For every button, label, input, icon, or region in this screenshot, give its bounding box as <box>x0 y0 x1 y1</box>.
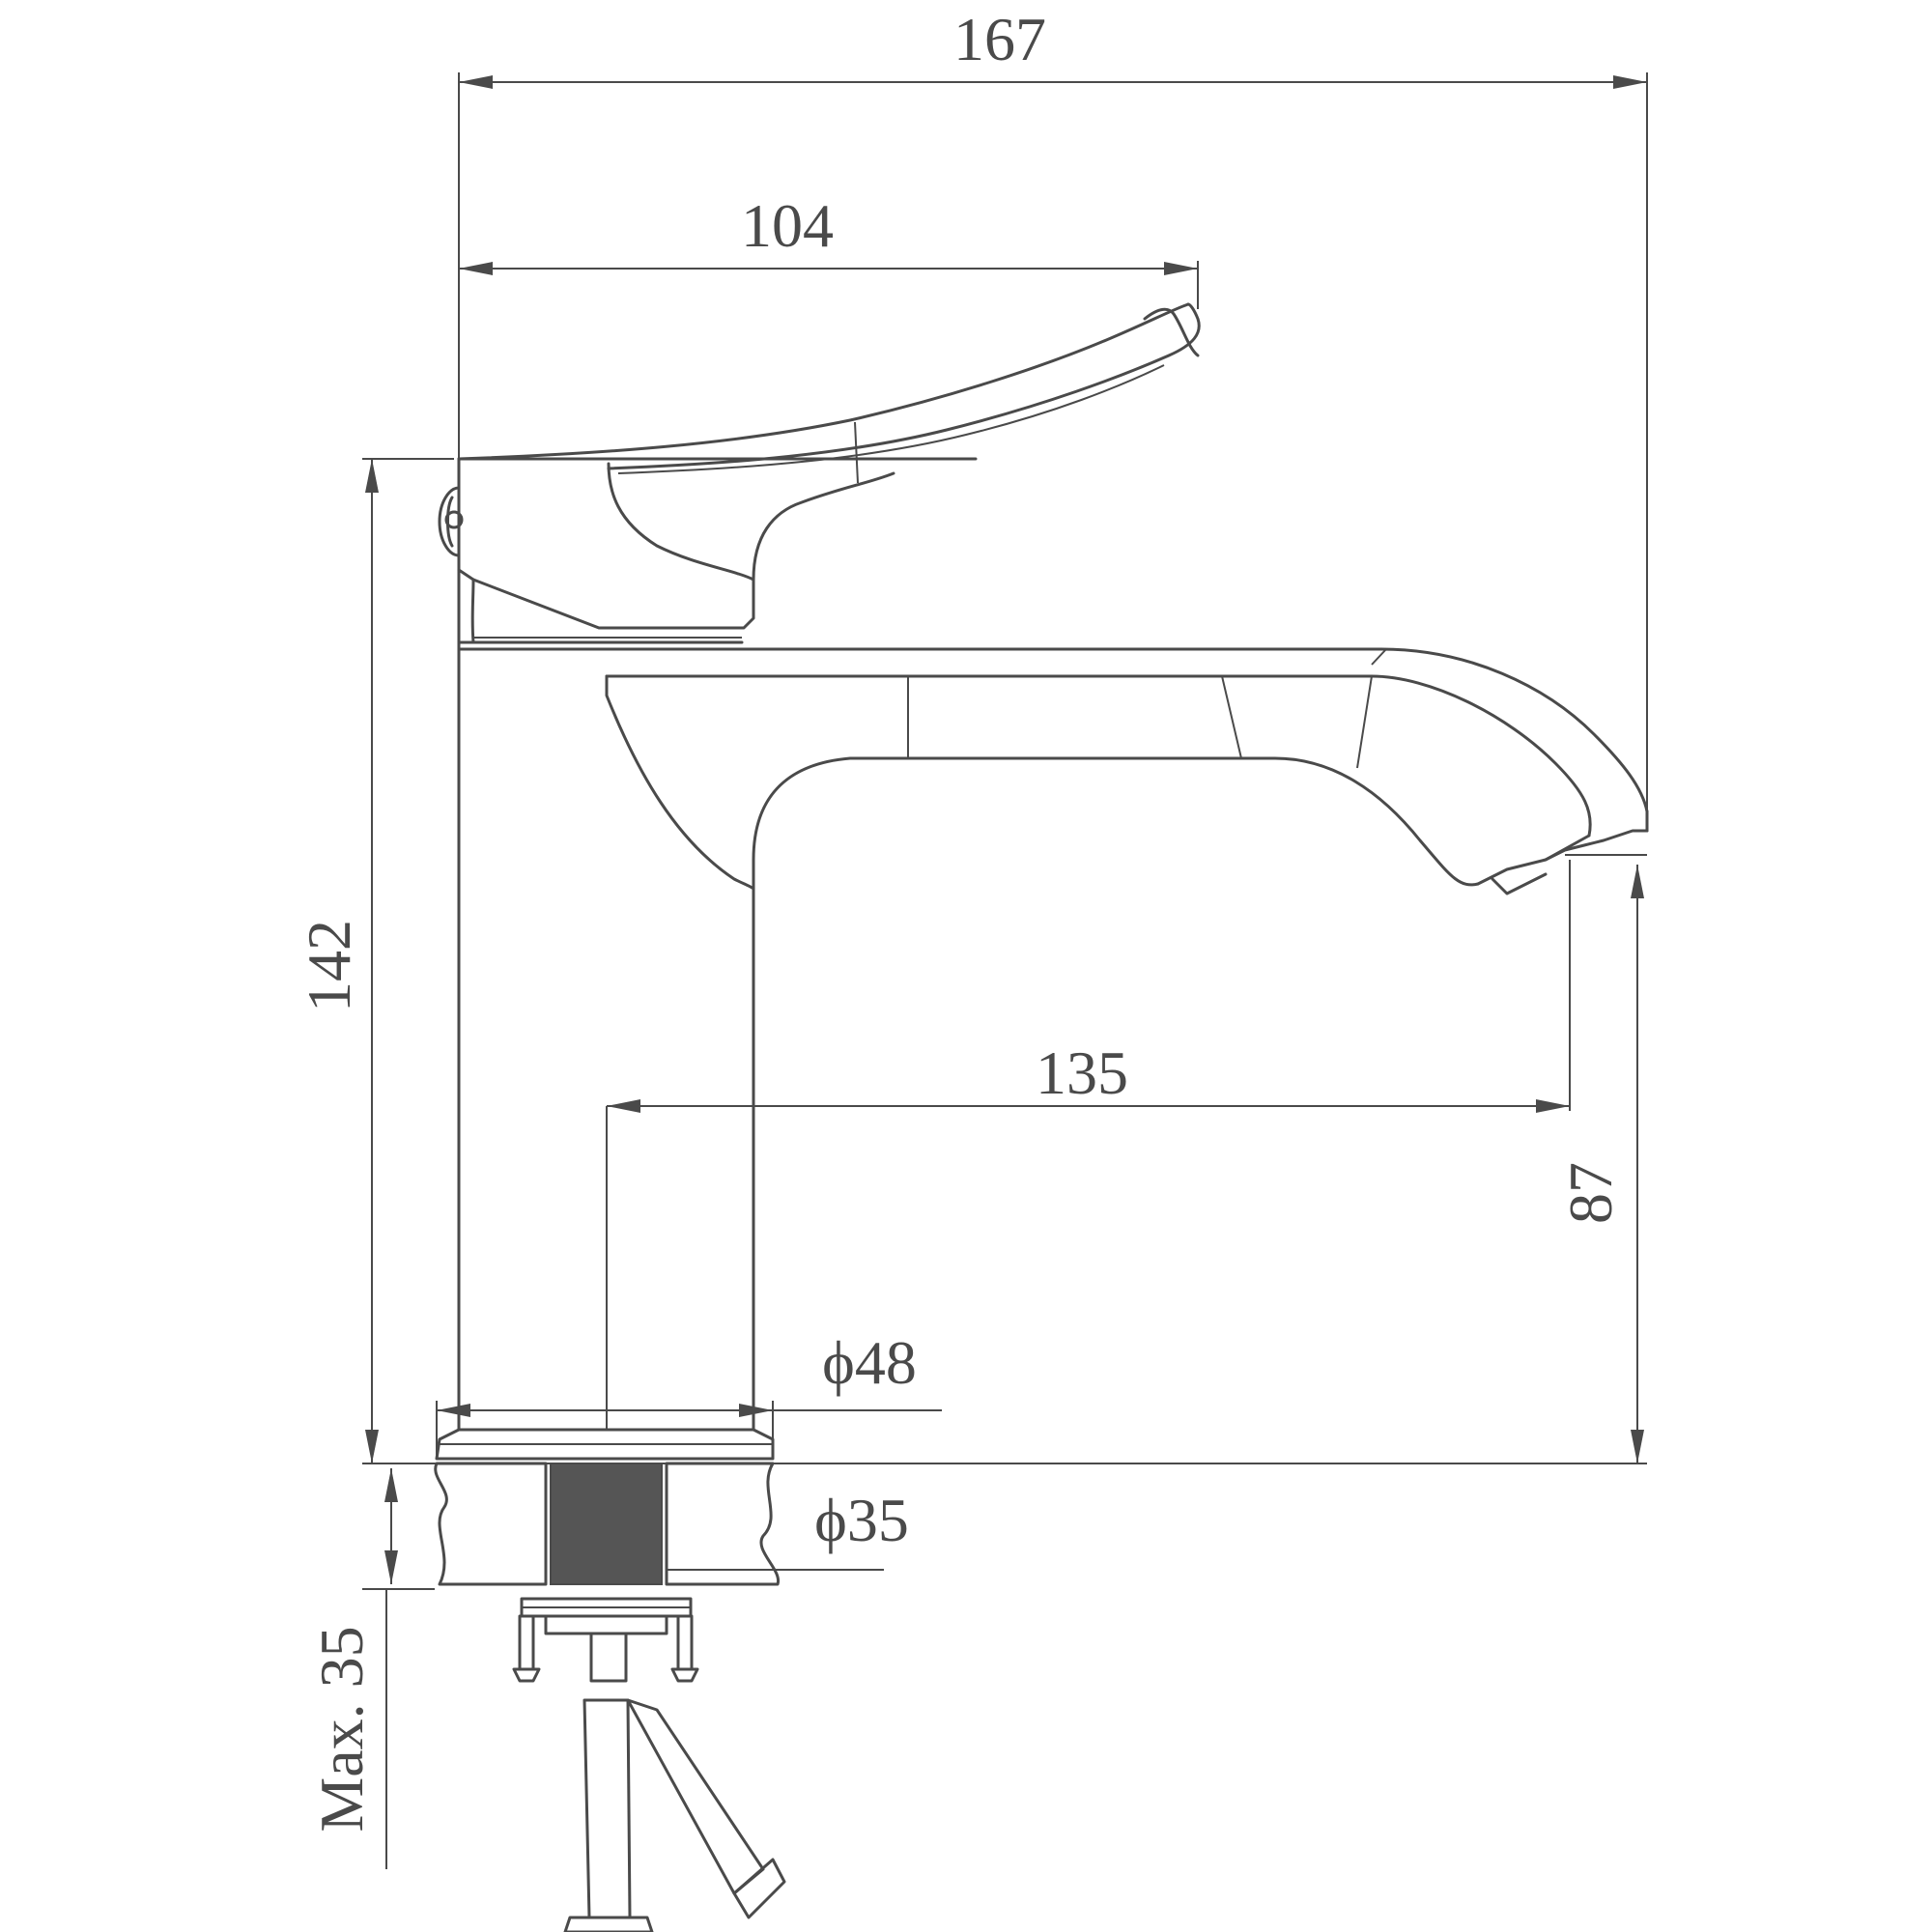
faucet-body <box>438 302 1649 1432</box>
dimension-lines <box>362 72 1648 1869</box>
dim-base-diameter: ϕ48 <box>822 1328 917 1397</box>
dim-max-deck-thickness: Max. 35 <box>307 1626 376 1832</box>
dim-spout-reach: 135 <box>1036 1038 1128 1107</box>
dim-spout-height: 87 <box>1556 1162 1625 1224</box>
deck-section <box>434 1462 780 1586</box>
dim-hole-diameter: ϕ35 <box>814 1486 909 1554</box>
mounting-hardware <box>512 1597 786 1932</box>
dimension-labels: 167 104 142 135 87 ϕ48 ϕ35 Max. 35 <box>295 5 1625 1833</box>
dim-handle-reach: 104 <box>741 191 834 260</box>
base-ring <box>435 1428 775 1461</box>
dim-overall-length: 167 <box>953 5 1046 73</box>
dim-total-height: 142 <box>295 920 363 1012</box>
